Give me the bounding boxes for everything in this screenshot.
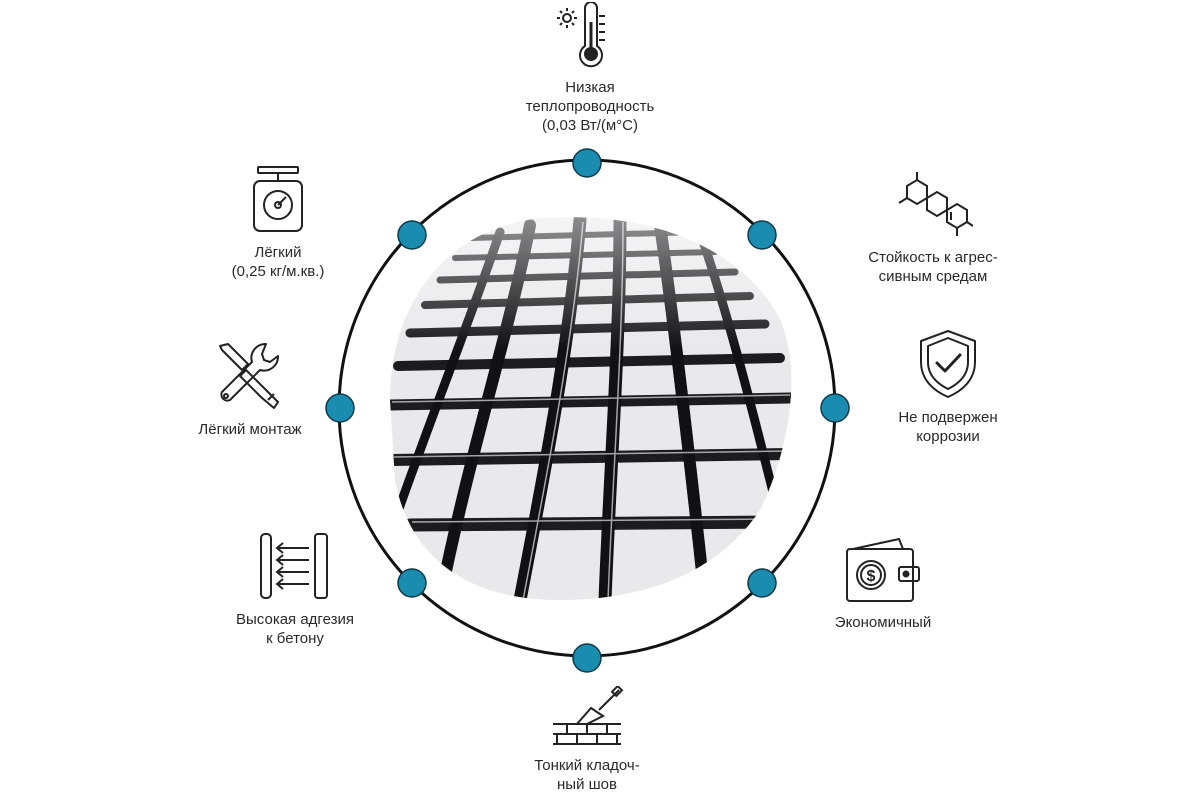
marker-top-right — [747, 220, 777, 250]
molecule-icon — [898, 172, 973, 236]
feature-label: Экономичный — [834, 614, 932, 631]
wrench-screwdriver-icon — [219, 342, 280, 409]
marker-bottom-right — [747, 568, 777, 598]
wallet-dollar-icon: $ — [846, 537, 920, 602]
feature-label: Лёгкий монтаж — [198, 421, 302, 438]
feature-chemical-resistance: Стойкость к агрес- сивным средам — [838, 172, 1028, 286]
feature-label: Лёгкий (0,25 кг/м.кв.) — [231, 244, 325, 280]
ring-markers — [325, 148, 850, 673]
marker-bottom-left — [397, 568, 427, 598]
feature-easy-installation: Лёгкий монтаж — [175, 340, 325, 439]
adhesion-arrows-icon — [260, 533, 328, 599]
feature-lightweight: Лёгкий (0,25 кг/м.кв.) — [198, 165, 358, 281]
shield-check-icon — [920, 330, 976, 398]
feature-thin-joint: Тонкий кладоч- ный шов — [487, 686, 687, 794]
feature-low-thermal-conductivity: Низкая теплопроводность (0,03 Вт/(м°С) — [480, 2, 700, 135]
thermometer-sun-icon — [557, 2, 605, 68]
feature-label: Высокая адгезия к бетону — [236, 611, 354, 647]
mesh-photo — [390, 217, 792, 600]
feature-label: Не подвержен коррозии — [898, 409, 998, 445]
marker-bottom — [572, 643, 602, 673]
feature-label: Низкая теплопроводность (0,03 Вт/(м°С) — [525, 79, 655, 134]
feature-no-corrosion: Не подвержен коррозии — [858, 328, 1038, 446]
trowel-bricks-icon — [553, 686, 624, 745]
svg-text:$: $ — [867, 568, 876, 585]
marker-top-left — [397, 220, 427, 250]
feature-label: Тонкий кладоч- ный шов — [534, 757, 640, 793]
feature-high-adhesion: Высокая адгезия к бетону — [205, 530, 385, 648]
marker-top — [572, 148, 602, 178]
scale-icon — [253, 166, 303, 232]
marker-left — [325, 393, 355, 423]
marker-right — [820, 393, 850, 423]
feature-label: Стойкость к агрес- сивным средам — [868, 249, 998, 285]
feature-economical: $ Экономичный — [803, 535, 963, 632]
